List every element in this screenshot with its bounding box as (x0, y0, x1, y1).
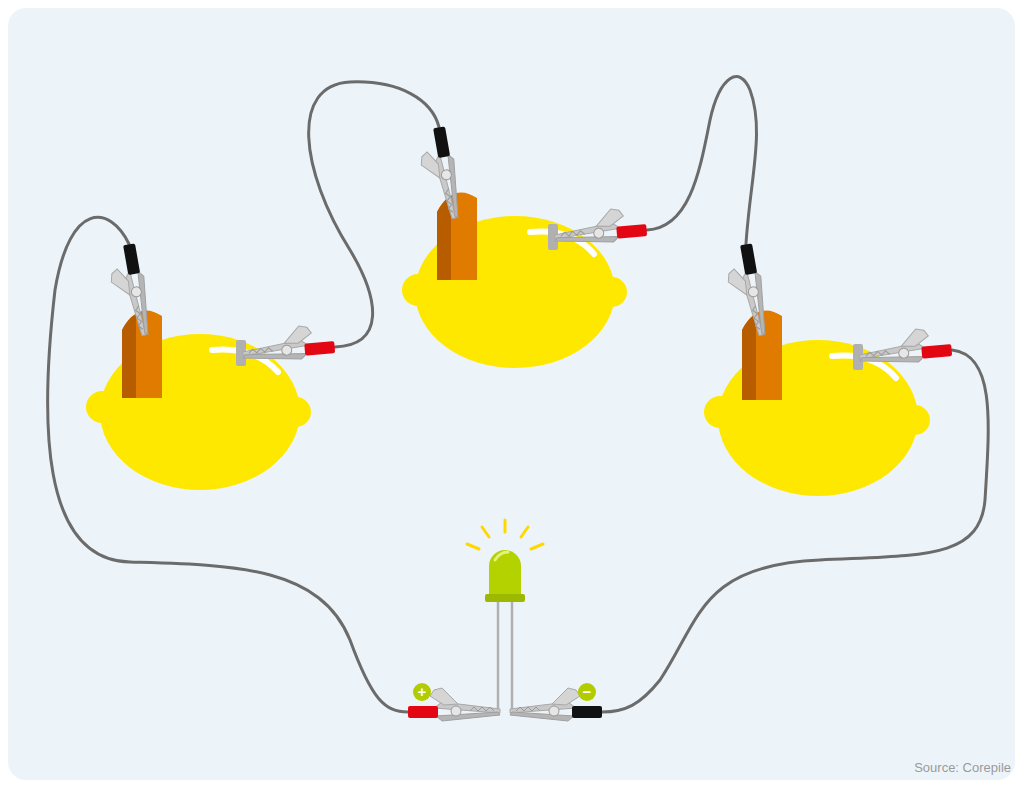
lemon (86, 243, 335, 490)
polarity-sign: + (413, 683, 431, 701)
lemon (402, 126, 647, 368)
lemon (704, 243, 952, 496)
polarity-sign: − (578, 683, 596, 701)
background-panel (8, 8, 1015, 780)
source-note: Source: Corepile (914, 760, 1011, 775)
led (408, 520, 602, 721)
wires (48, 77, 989, 712)
